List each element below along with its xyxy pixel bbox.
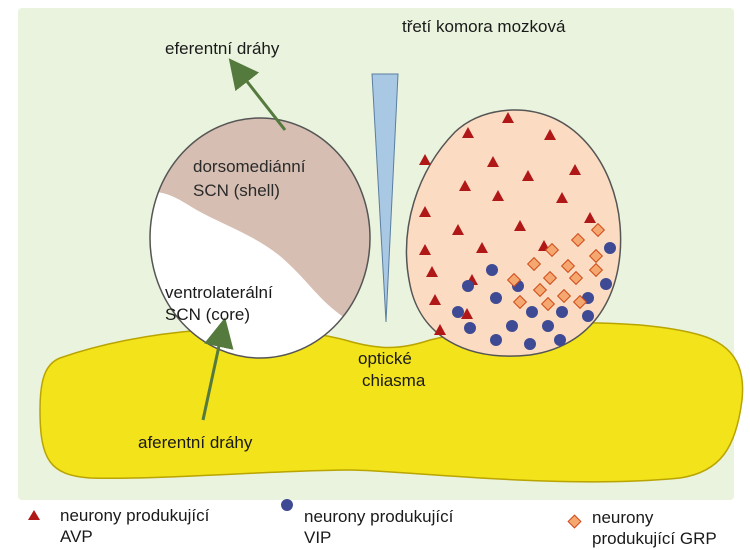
- core-label-line2: SCN (core): [165, 304, 250, 325]
- vip-neuron: [600, 278, 612, 290]
- vip-neuron: [554, 334, 566, 346]
- vip-neuron: [524, 338, 536, 350]
- vip-neuron: [490, 292, 502, 304]
- chiasm-label-line1: optické: [358, 348, 412, 369]
- legend-avp-line2: AVP: [60, 527, 93, 547]
- legend-grp-line1: neurony: [592, 508, 653, 528]
- vip-neuron: [462, 280, 474, 292]
- shell-label-line2: SCN (shell): [193, 180, 280, 201]
- legend-grp-line2: produkující GRP: [592, 529, 717, 549]
- legend-vip-line2: VIP: [304, 528, 331, 548]
- efferent-label: eferentní dráhy: [165, 38, 279, 59]
- third-ventricle-label: třetí komora mozková: [402, 16, 565, 37]
- vip-neuron: [506, 320, 518, 332]
- legend-vip-icon: [281, 499, 293, 511]
- vip-neuron: [556, 306, 568, 318]
- vip-neuron: [490, 334, 502, 346]
- afferent-label: aferentní dráhy: [138, 432, 252, 453]
- shell-label-line1: dorsomediánní: [193, 156, 305, 177]
- legend-vip-line1: neurony produkující: [304, 507, 453, 527]
- vip-neuron: [452, 306, 464, 318]
- vip-neuron: [604, 242, 616, 254]
- core-label-line1: ventrolaterální: [165, 282, 273, 303]
- vip-neuron: [464, 322, 476, 334]
- vip-neuron: [542, 320, 554, 332]
- legend-avp-line1: neurony produkující: [60, 506, 209, 526]
- vip-neuron: [582, 310, 594, 322]
- legend-grp-icon: [568, 515, 581, 528]
- legend-avp-icon: [28, 510, 40, 520]
- vip-neuron: [486, 264, 498, 276]
- chiasm-label-line2: chiasma: [362, 370, 425, 391]
- vip-neuron: [526, 306, 538, 318]
